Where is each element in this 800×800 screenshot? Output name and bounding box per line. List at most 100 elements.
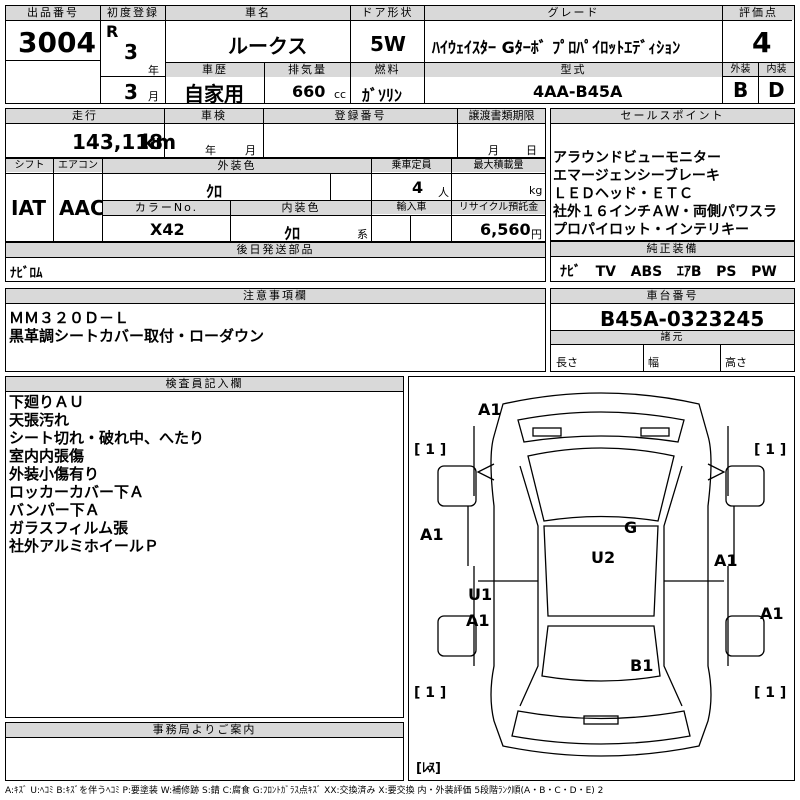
door-header: ドア形状 — [351, 6, 424, 20]
height-label: 高さ — [725, 356, 747, 369]
inspector-line: 社外アルミホイールＰ — [9, 537, 159, 555]
inspector-line: シート切れ・破れ中、へたり — [9, 429, 205, 447]
legend: A:ｷｽﾞ U:ﾍｺﾐ B:ｷｽﾞを伴うﾍｺﾐ P:要塗装 W:補修跡 S:錆 … — [5, 786, 604, 796]
inspector-line: 外装小傷有り — [9, 465, 100, 483]
recycle-header: リサイクル預託金 — [452, 201, 545, 214]
sales-point-item: プロパイロット・インテリキー — [553, 222, 749, 238]
sales-point-item: アラウンドビューモニター — [553, 150, 721, 166]
dims-header: 諸元 — [551, 331, 794, 344]
lot-number: 3004 — [18, 26, 96, 59]
tyre-rear-right: [ 1 ] — [754, 685, 786, 701]
model-header: 型式 — [425, 63, 722, 77]
later-parts-header: 後日発送部品 — [6, 243, 545, 257]
tyre-rear-left: [ 1 ] — [414, 685, 446, 701]
spec-section — [5, 158, 546, 242]
reg-no-header: 登録番号 — [264, 109, 457, 123]
sales-point-item: 社外１６インチＡＷ・両側パワスラ — [553, 204, 777, 220]
displacement-header: 排気量 — [265, 63, 350, 77]
history-header: 車歴 — [166, 63, 264, 77]
fuel-type: ｶﾞｿﾘﾝ — [362, 86, 403, 105]
notes-line: ＭＭ３２０Ｄ－Ｌ — [9, 309, 130, 327]
color-number: X42 — [150, 220, 185, 239]
interior-header: 内装 — [759, 63, 794, 76]
score-value: 4 — [752, 26, 772, 59]
mileage-section — [5, 108, 546, 158]
displacement-value: 660 — [292, 82, 326, 101]
reg-month: 3 — [124, 80, 138, 104]
tyre-front-right: [ 1 ] — [754, 442, 786, 458]
int-color-header: 内装色 — [231, 201, 371, 215]
door-type: 5W — [370, 32, 406, 56]
lot-no-header: 出品番号 — [6, 6, 100, 20]
equipment-item: ﾅﾋﾞ — [560, 264, 581, 280]
inspector-notes: 下廻りＡＵ 天張汚れ シート切れ・破れ中、へたり 室内内張傷 外装小傷有り ロッ… — [9, 393, 204, 555]
inspector-line: 室内内張傷 — [9, 447, 85, 465]
score-header: 評価点 — [723, 6, 794, 20]
import-header: 輸入車 — [372, 201, 451, 214]
inspector-line: 下廻りＡＵ — [9, 393, 85, 411]
capacity-header: 乗車定員 — [372, 159, 451, 172]
mileage-unit: km — [142, 130, 177, 154]
equipment-item: PW — [751, 264, 777, 280]
color-no-header: カラーNo. — [103, 201, 230, 215]
reg-year: 3 — [124, 40, 138, 64]
transfer-header: 譲渡書類期限 — [458, 109, 545, 123]
inspection-header: 車検 — [165, 109, 263, 123]
car-diagram: [ 1 ] [ 1 ] [ 1 ] [ 1 ] [ﾚｽ] A1 A1 G U2 … — [414, 392, 786, 776]
car-name: ルークス — [228, 34, 308, 58]
width-label: 幅 — [648, 356, 659, 369]
inspection-month-unit: 月 — [245, 144, 256, 157]
inspector-line: ガラスフィルム張 — [9, 519, 129, 537]
equipment-item: ｴｱB — [676, 264, 702, 280]
recycle-unit: 円 — [531, 228, 542, 241]
fuel-header: 燃料 — [351, 63, 424, 77]
exterior-grade: B — [733, 78, 749, 102]
grade-name: ﾊｲｳｪｲｽﾀｰ Gﾀｰﾎﾞ ﾌﾟﾛﾊﾟｲﾛｯﾄｴﾃﾞｨｼｮﾝ — [432, 38, 681, 57]
exterior-color: ｸﾛ — [206, 182, 223, 201]
mark-lower-left-a: A1 — [466, 611, 490, 630]
equipment-item: TV — [595, 264, 617, 280]
mileage-header: 走行 — [6, 109, 164, 123]
mark-roof: G — [624, 518, 637, 537]
equipment-list: ﾅﾋﾞ TV ABS ｴｱB PS PW — [560, 261, 777, 281]
inspector-header: 検査員記入欄 — [6, 377, 403, 391]
car-history: 自家用 — [184, 82, 244, 106]
length-label: 長さ — [556, 356, 578, 369]
capacity-value: 4 — [412, 178, 424, 197]
transfer-day: 日 — [526, 144, 537, 157]
year-suffix: 年 — [148, 64, 159, 77]
spare-tyre: [ﾚｽ] — [416, 761, 441, 776]
load-header: 最大積載量 — [452, 159, 545, 172]
model-code: 4AA-B45A — [533, 82, 623, 101]
mark-front-left: A1 — [478, 400, 502, 419]
inspector-line: バンパー下Ａ — [9, 501, 100, 519]
interior-color: ｸﾛ — [284, 224, 301, 243]
interior-grade: D — [768, 78, 785, 102]
inspector-section — [5, 376, 404, 718]
mark-center: U2 — [591, 548, 615, 567]
ac-value: AAC — [59, 196, 105, 220]
sales-points-header: セールスポイント — [551, 109, 794, 123]
notes-section — [5, 288, 546, 372]
later-parts-value: ﾅﾋﾞﾛﾑ — [10, 266, 43, 281]
sales-points-list: アラウンドビューモニター エマージェンシーブレーキ ＬＥＤヘッド・ＥＴＣ 社外１… — [553, 149, 777, 239]
mark-right-rear: A1 — [760, 604, 784, 623]
shift-header: シフト — [6, 159, 53, 172]
equipment-header: 純正装備 — [551, 242, 794, 256]
recycle-fee: 6,560 — [480, 220, 531, 239]
equipment-item: ABS — [630, 264, 663, 280]
inspector-line: 天張汚れ — [9, 411, 70, 429]
chassis-header: 車台番号 — [551, 289, 794, 303]
mark-rear: B1 — [630, 656, 653, 675]
notes-header: 注意事項欄 — [6, 289, 545, 303]
color-header: 外装色 — [103, 159, 371, 173]
transfer-month: 月 — [488, 144, 499, 157]
top-section — [5, 5, 795, 104]
car-diagram-section — [408, 376, 795, 781]
later-parts-section — [5, 242, 546, 282]
sales-points-section — [550, 108, 795, 241]
inspection-year-unit: 年 — [205, 144, 216, 157]
interior-color-unit: 系 — [357, 228, 368, 241]
ac-header: エアコン — [54, 159, 102, 172]
capacity-unit: 人 — [438, 186, 449, 199]
